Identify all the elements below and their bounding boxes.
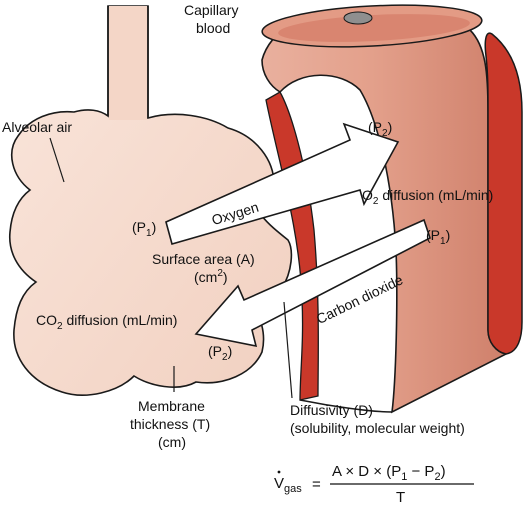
membrane-line3: (cm) bbox=[158, 434, 186, 450]
surface-area-line1: Surface area (A) bbox=[152, 251, 255, 267]
formula-dot bbox=[277, 470, 281, 474]
blood-cell bbox=[343, 11, 373, 25]
diffusivity-line1: Diffusivity (D) bbox=[290, 402, 373, 418]
membrane-line2: thickness (T) bbox=[130, 416, 210, 432]
diffusivity-line2: (solubility, molecular weight) bbox=[290, 420, 465, 436]
p2-top-label: (P2) bbox=[368, 119, 392, 139]
capillary-label-line1: Capillary bbox=[184, 2, 238, 18]
formula-denominator: T bbox=[396, 489, 405, 506]
membrane-line1: Membrane bbox=[138, 398, 205, 414]
co2-diffusion-label: CO2 diffusion (mL/min) bbox=[36, 312, 177, 332]
formula-numerator: A × D × (P1 − P2) bbox=[332, 463, 446, 483]
capillary-vessel bbox=[261, 4, 523, 414]
p1-left-label: (P1) bbox=[132, 219, 156, 239]
capillary-opening-inner bbox=[278, 14, 470, 42]
alveolar-duct bbox=[107, 6, 149, 118]
alveolar-air-leader bbox=[49, 137, 65, 183]
capillary-bottom-edge bbox=[299, 399, 393, 413]
fick-formula: Vgas = A × D × (P1 − P2) T bbox=[274, 463, 474, 506]
formula-equals: = bbox=[312, 476, 321, 493]
capillary-right-wall bbox=[484, 32, 523, 355]
surface-area-line2: (cm2) bbox=[194, 268, 228, 285]
p2-bottom-label: (P2) bbox=[208, 343, 232, 363]
alveolar-duct-fill bbox=[109, 6, 147, 120]
alveolar-air-label: Alveolar air bbox=[2, 119, 72, 135]
p1-right-label: (P1) bbox=[426, 227, 450, 247]
capillary-label-line2: blood bbox=[196, 20, 230, 36]
diffusivity-leader bbox=[283, 301, 293, 399]
formula-lhs: Vgas bbox=[274, 475, 302, 495]
o2-diffusion-label: O2 diffusion (mL/min) bbox=[362, 187, 493, 207]
